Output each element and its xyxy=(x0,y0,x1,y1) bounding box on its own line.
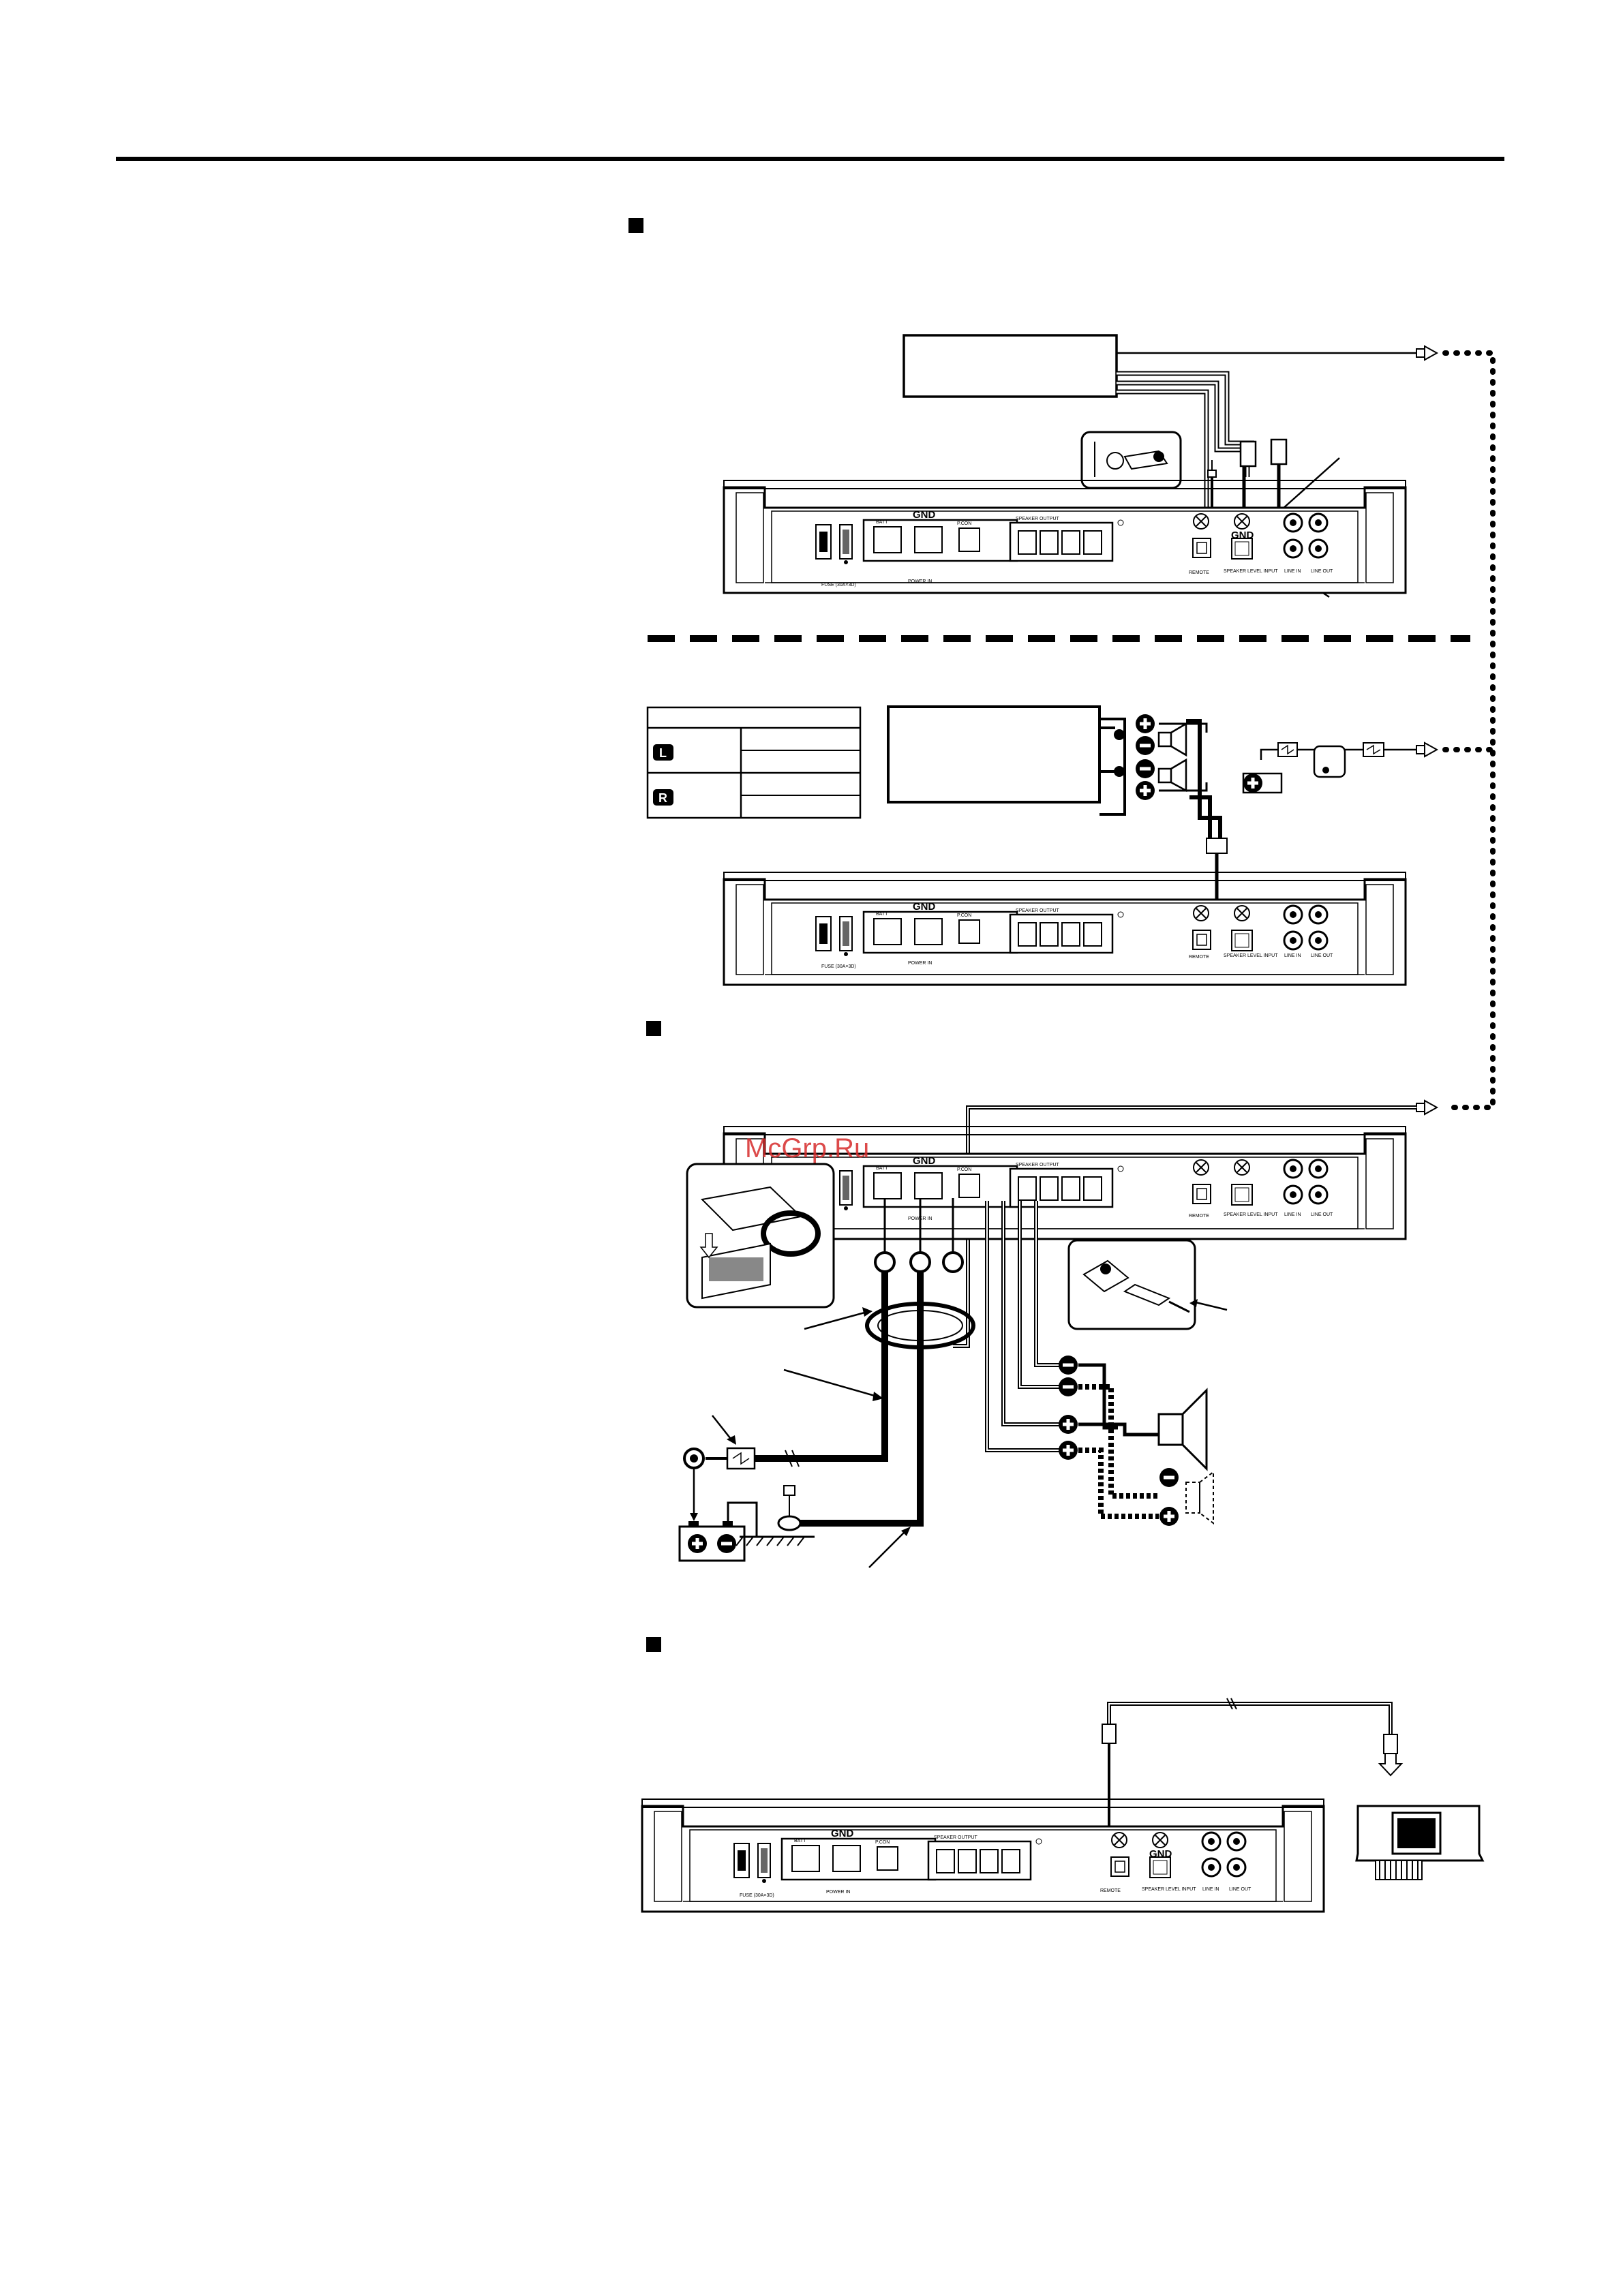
ground-lug-inset-1 xyxy=(1080,431,1182,489)
amp3-line-out-label: LINE OUT xyxy=(1311,1212,1333,1217)
section-bullet-2 xyxy=(646,1021,661,1036)
amp3-remote-label: REMOTE xyxy=(1189,1214,1209,1219)
remote-arrow-3 xyxy=(1416,1099,1439,1116)
remote-knob xyxy=(1355,1805,1485,1880)
amp1-pcon-label: P.CON xyxy=(957,521,971,526)
ring-terminals xyxy=(874,1198,964,1273)
watermark: McGrp.Ru xyxy=(745,1133,869,1163)
amp1-fuse-label: FUSE (30A×3D) xyxy=(821,583,856,587)
amp4-line-in-label: LINE IN xyxy=(1202,1887,1219,1892)
amp2-gnd-label: GND xyxy=(913,901,936,913)
amp1-batt-label: BATT xyxy=(876,520,888,525)
channel-left-badge: L xyxy=(659,746,667,760)
amp3-speaker-level-input-label: SPEAKER LEVEL INPUT xyxy=(1224,1212,1278,1217)
amp4-fuse-label: FUSE (30A×3D) xyxy=(740,1893,774,1898)
speaker-terminal-inset xyxy=(1067,1239,1196,1330)
amp4-gnd-label: GND xyxy=(831,1828,854,1839)
amp1-line-in-label: LINE IN xyxy=(1284,569,1301,574)
amp2-remote-label: REMOTE xyxy=(1189,955,1209,960)
amp3-gnd-label: GND xyxy=(913,1155,936,1167)
remote-arrow-2 xyxy=(1416,741,1439,758)
amp4-pcon-label: P.CON xyxy=(875,1840,890,1845)
amp2-pcon-label: P.CON xyxy=(957,913,971,918)
amp4-batt-label: BATT xyxy=(794,1839,806,1843)
amp3-power-in-label: POWER IN xyxy=(908,1216,932,1221)
channel-right-badge: R xyxy=(658,791,667,805)
amp2-fuse-label: FUSE (30A×3D) xyxy=(821,964,856,969)
amp2-line-out-label: LINE OUT xyxy=(1311,953,1333,958)
amp4-line-out-label: LINE OUT xyxy=(1229,1887,1252,1892)
amp1-speaker-level-input-label: SPEAKER LEVEL INPUT xyxy=(1224,569,1278,574)
battery xyxy=(678,1468,758,1562)
amp1-remote-label: REMOTE xyxy=(1189,570,1209,575)
remote-dotted-bus xyxy=(1442,350,1496,1110)
amp1-line-out-label: LINE OUT xyxy=(1311,569,1333,574)
amp4-labels: GND BATT P.CON SPEAKER OUTPUT POWER IN F… xyxy=(740,1828,1252,1898)
amp1-labels: GND BATT P.CON SPEAKER OUTPUT POWER IN F… xyxy=(821,509,1333,587)
amp2-speaker-output-label: SPEAKER OUTPUT xyxy=(1016,908,1060,913)
amp2-line-in-label: LINE IN xyxy=(1284,953,1301,958)
amp4-gnd-level-label: GND xyxy=(1149,1848,1172,1860)
amp3-labels: GND BATT P.CON SPEAKER OUTPUT POWER IN R… xyxy=(876,1155,1333,1221)
section-bullet-1 xyxy=(628,218,643,233)
head-unit-box-1 xyxy=(902,334,1118,398)
amp2-labels: GND BATT P.CON SPEAKER OUTPUT POWER IN F… xyxy=(821,901,1333,969)
amp3-line-in-label: LINE IN xyxy=(1284,1212,1301,1217)
terminal-inset xyxy=(686,1163,835,1308)
amp2-batt-label: BATT xyxy=(876,912,888,917)
amp3-batt-label: BATT xyxy=(876,1166,888,1171)
amp1-gnd-level-label: GND xyxy=(1231,530,1254,541)
amp4-remote-label: REMOTE xyxy=(1100,1888,1121,1893)
amp3-speaker-output-label: SPEAKER OUTPUT xyxy=(1016,1163,1060,1167)
amp4-speaker-level-input-label: SPEAKER LEVEL INPUT xyxy=(1142,1887,1196,1892)
remote-down-arrow xyxy=(1378,1753,1404,1777)
amp1-gnd-label: GND xyxy=(913,509,936,521)
section-bullet-3 xyxy=(646,1637,661,1652)
amp4-speaker-output-label: SPEAKER OUTPUT xyxy=(934,1835,978,1840)
amp2-speaker-level-input-label: SPEAKER LEVEL INPUT xyxy=(1224,953,1278,958)
amp2-power-in-label: POWER IN xyxy=(908,961,932,966)
channel-table: L R xyxy=(646,706,862,819)
remote-arrow-1 xyxy=(1416,345,1439,361)
amp1-speaker-output-label: SPEAKER OUTPUT xyxy=(1016,517,1060,521)
head-unit-box-2 xyxy=(887,705,1101,803)
amp4-power-in-label: POWER IN xyxy=(826,1890,850,1895)
amp1-power-in-label: POWER IN xyxy=(908,579,932,584)
amp3-pcon-label: P.CON xyxy=(957,1167,971,1172)
amplifier-1 xyxy=(723,479,1407,594)
